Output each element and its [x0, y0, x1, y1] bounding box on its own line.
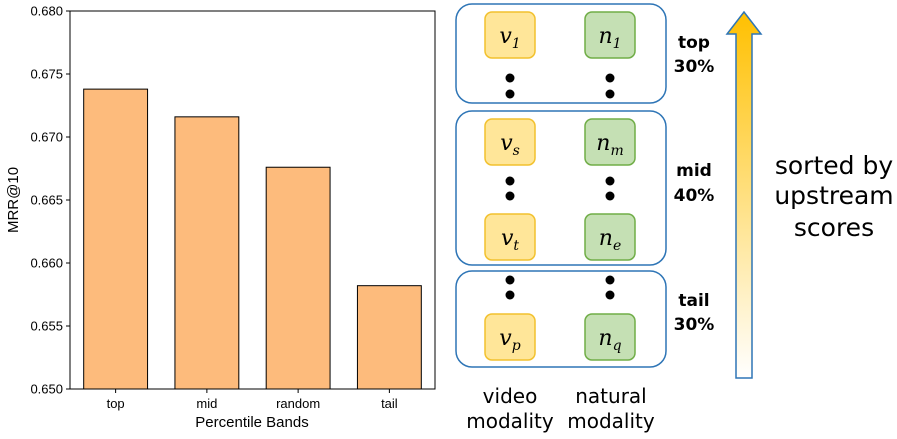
- bar-tail: [356, 285, 422, 390]
- svg-text:vt: vt: [501, 226, 519, 254]
- y-axis-label: MRR@10: [5, 167, 22, 233]
- y-tick-label: 0.655: [30, 319, 63, 334]
- x-tick-label: top: [107, 396, 125, 411]
- y-tick-label: 0.665: [30, 193, 63, 208]
- y-tick-label: 0.670: [30, 130, 63, 145]
- column-label-video: video: [483, 384, 538, 408]
- ellipsis-dots: [505, 73, 615, 300]
- arrow-label-line-1: sorted by: [775, 151, 893, 180]
- group-percent-top: 30%: [674, 57, 715, 77]
- x-axis-ticks: top mid random tail: [107, 389, 398, 411]
- x-axis-label: Percentile Bands: [195, 414, 308, 431]
- token-video-1: v1: [484, 11, 536, 59]
- token-video-s: vs: [484, 118, 536, 166]
- svg-text:v1: v1: [499, 24, 520, 52]
- token-natural-q: nq: [584, 313, 636, 361]
- arrow-label-line-3: scores: [794, 213, 874, 242]
- y-tick-label: 0.680: [30, 4, 63, 19]
- group-box-top: [455, 3, 667, 104]
- svg-text:vp: vp: [499, 326, 520, 354]
- bar-random: [265, 166, 331, 390]
- svg-text:nq: nq: [598, 326, 621, 354]
- token-video-t: vt: [484, 213, 536, 261]
- bar-chart: 0.650 0.655 0.660 0.665 0.670 0.675 0.680 top m…: [5, 4, 436, 431]
- bars-group: [83, 88, 422, 390]
- group-percent-mid: 40%: [674, 186, 715, 206]
- token-video-p: vp: [484, 313, 536, 361]
- column-sublabel-natural: modality: [567, 409, 655, 433]
- svg-text:ne: ne: [599, 226, 621, 254]
- bar-top: [83, 88, 149, 390]
- token-natural-1: n1: [584, 11, 636, 59]
- group-box-mid: [455, 110, 667, 266]
- bar-mid: [174, 116, 240, 390]
- token-natural-e: ne: [584, 213, 636, 261]
- svg-text:vs: vs: [500, 131, 520, 159]
- column-label-natural: natural: [575, 384, 646, 408]
- group-label-mid: mid: [676, 161, 712, 181]
- y-tick-label: 0.650: [30, 382, 63, 397]
- group-percent-tail: 30%: [674, 315, 715, 335]
- token-natural-m: nm: [584, 118, 636, 166]
- y-tick-label: 0.675: [30, 67, 63, 82]
- svg-text:nm: nm: [596, 131, 623, 159]
- x-tick-label: tail: [381, 396, 398, 411]
- y-axis-ticks: 0.650 0.655 0.660 0.665 0.670 0.675 0.680: [30, 4, 70, 397]
- column-sublabel-video: modality: [466, 409, 554, 433]
- y-tick-label: 0.660: [30, 256, 63, 271]
- sorted-arrow-icon: [725, 10, 763, 379]
- group-box-tail: [455, 270, 667, 368]
- x-tick-label: mid: [196, 396, 217, 411]
- group-label-top: top: [678, 33, 710, 53]
- x-tick-label: random: [276, 396, 320, 411]
- ranking-diagram: v1 vs vt vp n1 nm ne nq top 30% mid: [455, 3, 894, 433]
- arrow-label-line-2: upstream: [774, 181, 893, 210]
- group-label-tail: tail: [678, 291, 709, 311]
- svg-text:n1: n1: [598, 24, 621, 52]
